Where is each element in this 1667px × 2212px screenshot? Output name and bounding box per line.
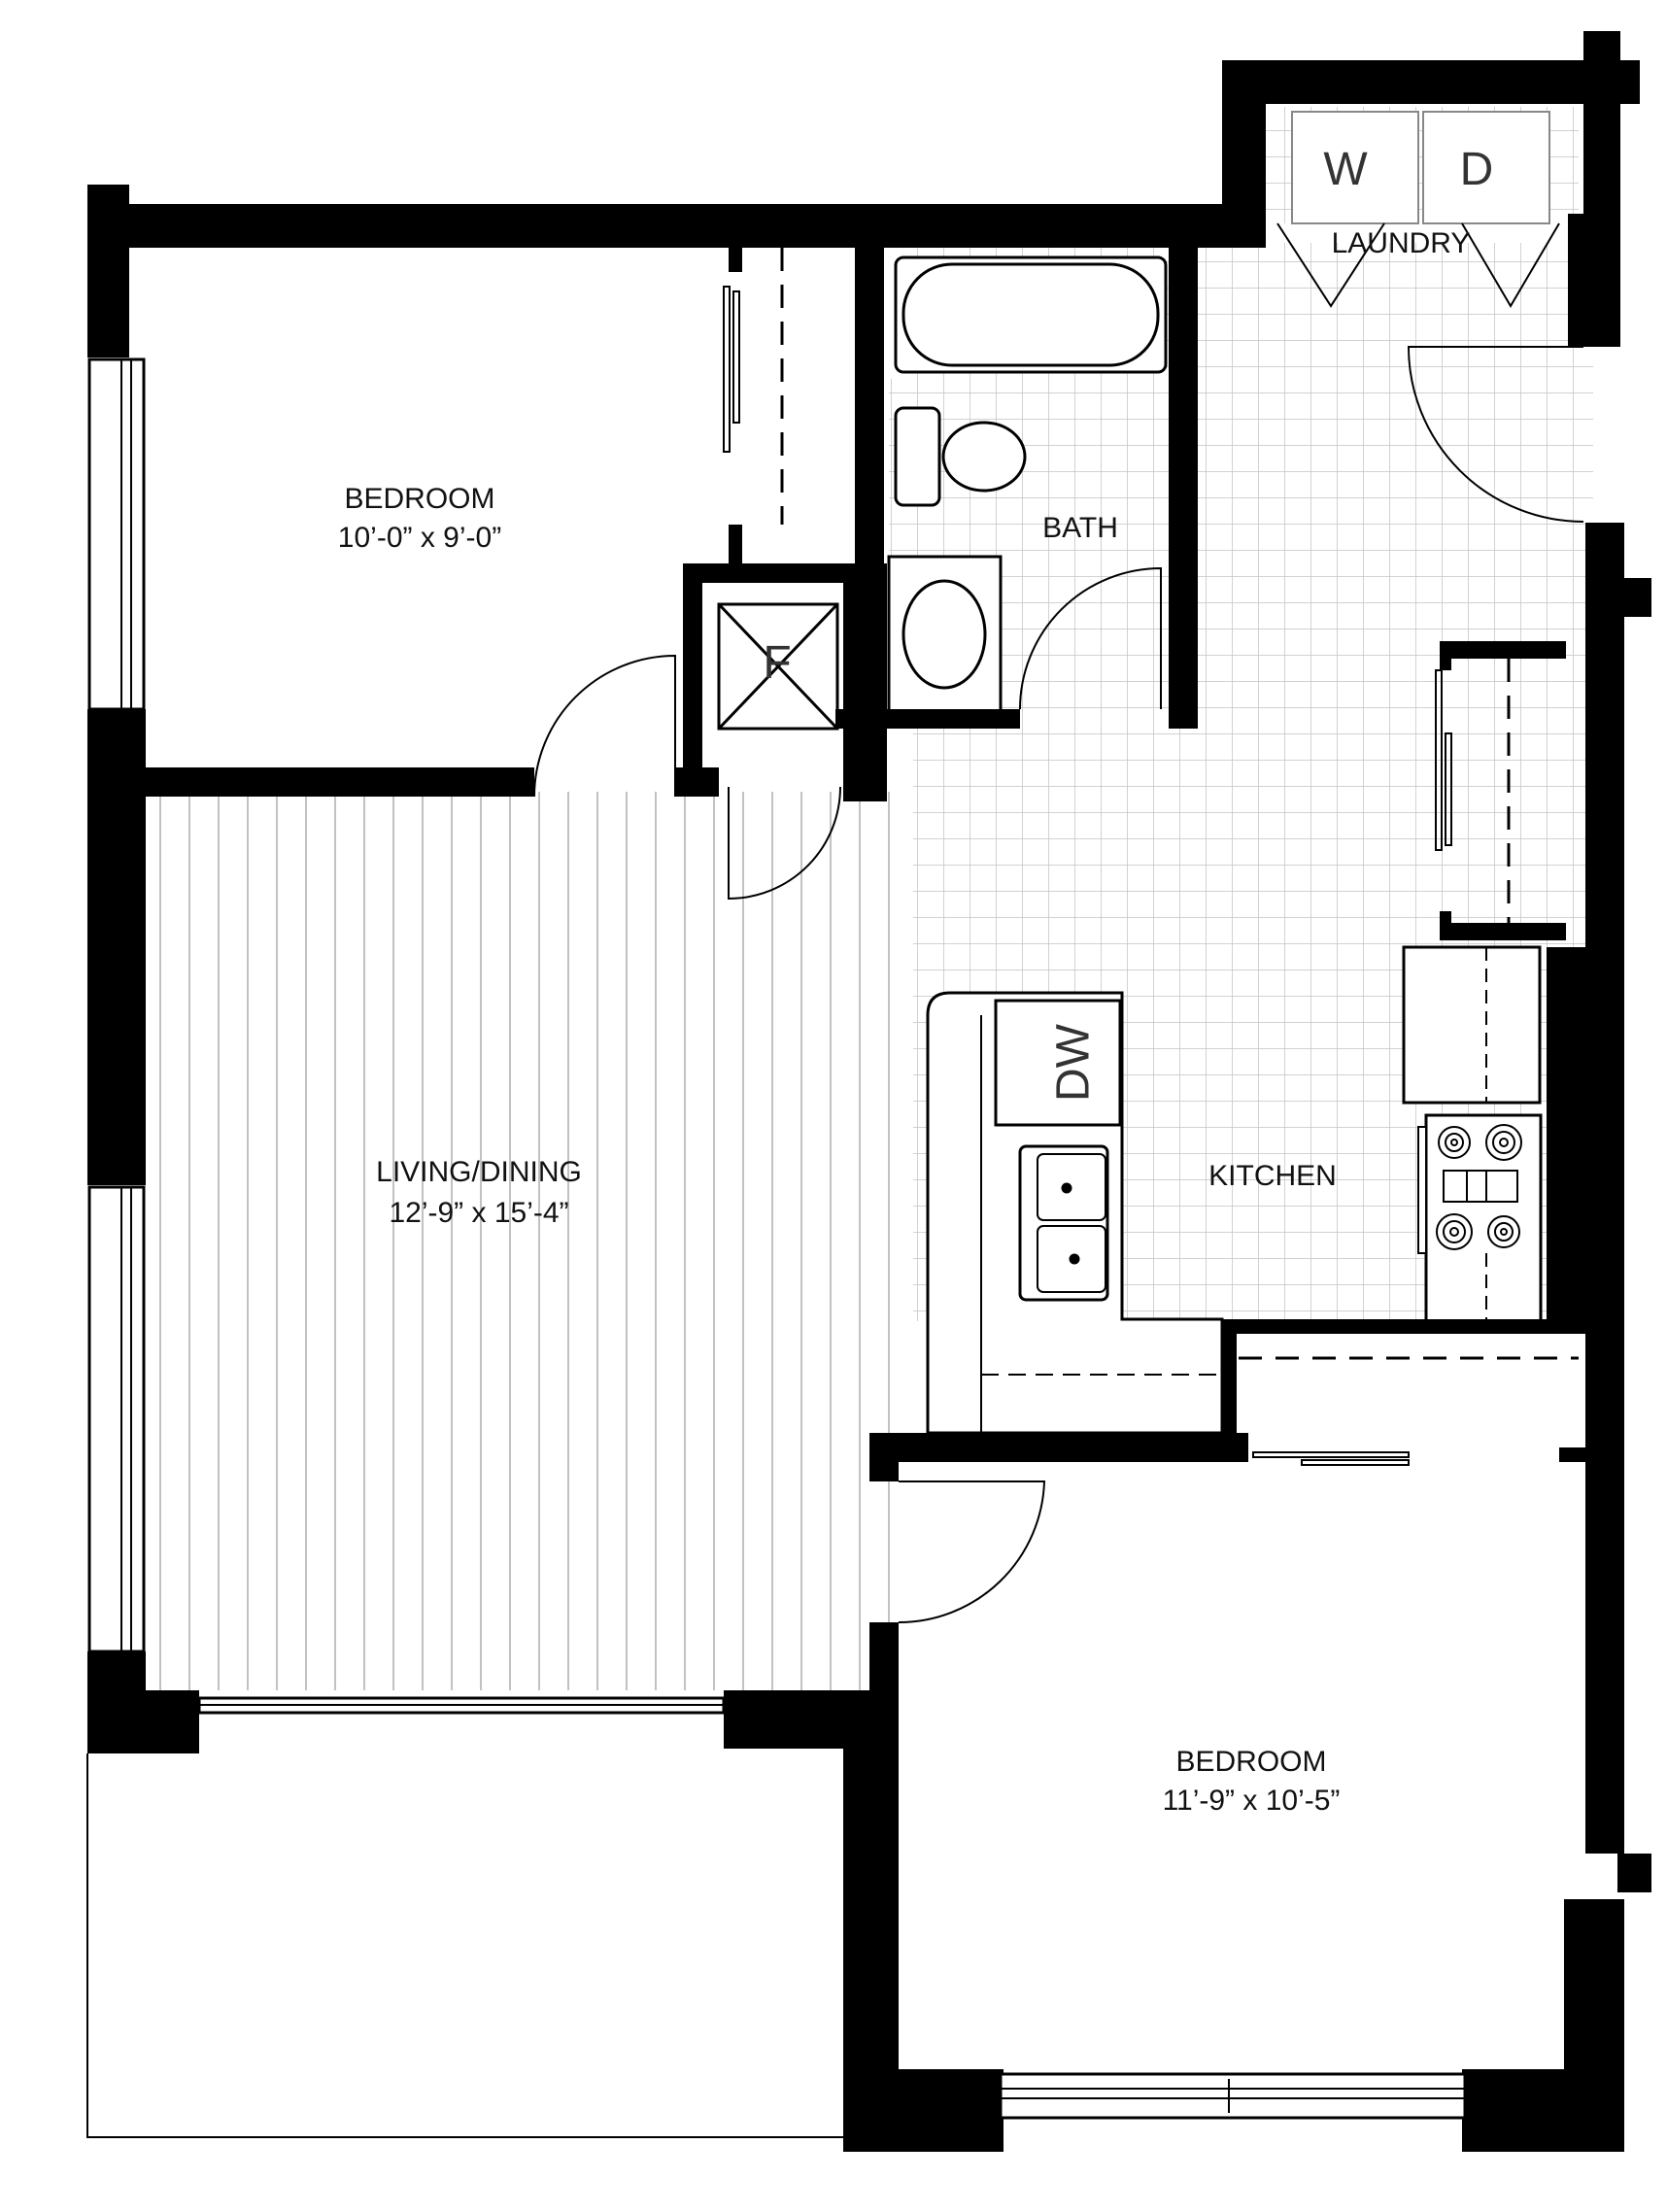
refrigerator [1402, 945, 1542, 1105]
door-bedroom2 [898, 1480, 1046, 1623]
washer-label: W [1323, 144, 1368, 195]
closet-lines [723, 248, 1579, 1466]
room-labels: BEDROOM 10’-0” x 9’-0” BATH LAUNDRY LIVI… [338, 227, 1471, 1817]
window-bedroom1 [87, 357, 146, 711]
window-bedroom2 [999, 2072, 1467, 2120]
toilet-bowl [941, 421, 1027, 493]
bath-sink [902, 579, 987, 690]
bathtub-basin [902, 262, 1160, 367]
living-dining-dims: 12’-9” x 15’-4” [389, 1197, 568, 1229]
bedroom2-name: BEDROOM [1175, 1746, 1326, 1778]
range-burners [1436, 1124, 1522, 1250]
toilet-tank [894, 406, 941, 507]
dryer [1422, 111, 1550, 224]
dishwasher [994, 999, 1122, 1127]
fixtures [717, 111, 1550, 1435]
bedroom1-name: BEDROOM [344, 483, 494, 515]
dryer-label: D [1460, 144, 1494, 195]
balcony-outline [86, 1753, 845, 2138]
living-dining-floor [146, 792, 894, 1690]
door-bath [1019, 566, 1162, 710]
windows [87, 357, 1467, 2120]
door-entry [1407, 346, 1584, 523]
door-bedroom1 [533, 654, 676, 798]
window-living [87, 1185, 146, 1653]
washer [1291, 111, 1419, 224]
door-laundry-left [1276, 222, 1385, 308]
doors [533, 222, 1584, 1623]
bath-name: BATH [1042, 512, 1118, 544]
door-laundry-right [1461, 222, 1560, 308]
bedroom1-dims: 10’-0” x 9’-0” [338, 522, 501, 554]
laundry-name: LAUNDRY [1332, 227, 1471, 259]
dishwasher-label: DW [1048, 1023, 1100, 1102]
walls [87, 31, 1651, 2152]
bedroom2-dims: 11’-9” x 10’-5” [1163, 1785, 1341, 1817]
kitchen-name: KITCHEN [1208, 1160, 1337, 1192]
door-furnace [728, 786, 841, 901]
living-dining-name: LIVING/DINING [376, 1156, 582, 1188]
furnace-label: F [763, 637, 791, 689]
floor-finishes [146, 107, 1593, 1690]
